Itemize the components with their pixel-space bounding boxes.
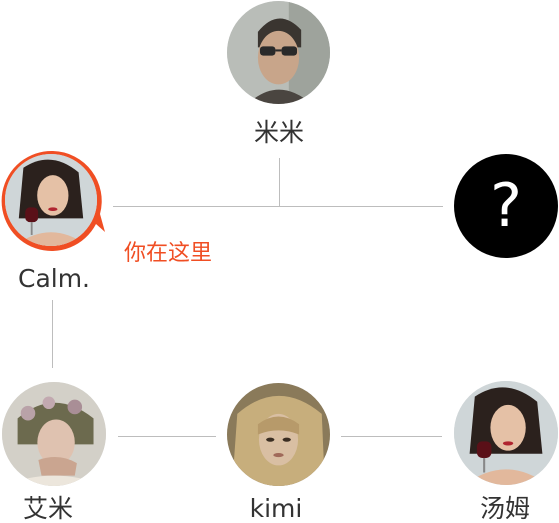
connector-bottom-right bbox=[341, 436, 442, 437]
connector-bottom-left bbox=[118, 436, 216, 437]
name-kimi: kimi bbox=[249, 494, 303, 523]
connector-top-horizontal bbox=[113, 206, 443, 207]
avatar-kimi[interactable] bbox=[227, 383, 330, 486]
avatar-tom[interactable] bbox=[454, 381, 558, 485]
woman-wine-avatar-icon bbox=[454, 381, 558, 485]
male-sunglasses-avatar-icon bbox=[227, 1, 330, 104]
avatar-aimi[interactable] bbox=[2, 382, 106, 486]
unknown-person-button[interactable]: ? bbox=[454, 154, 558, 258]
name-tom: 汤姆 bbox=[479, 494, 530, 523]
avatar-mimi[interactable] bbox=[227, 1, 330, 104]
connector-top-vertical bbox=[279, 158, 280, 206]
question-mark-icon: ? bbox=[490, 171, 522, 241]
woman-flowers-avatar-icon bbox=[2, 382, 106, 486]
you-are-here-label: 你在这里 bbox=[124, 241, 213, 266]
name-aimi: 艾米 bbox=[22, 494, 73, 523]
name-mimi: 米米 bbox=[253, 118, 304, 147]
connector-left-vertical bbox=[52, 300, 53, 368]
avatar-calm[interactable] bbox=[5, 154, 97, 246]
woman-wine-avatar-icon bbox=[5, 154, 97, 246]
name-calm: Calm. bbox=[17, 264, 91, 293]
woman-blonde-avatar-icon bbox=[227, 383, 330, 486]
